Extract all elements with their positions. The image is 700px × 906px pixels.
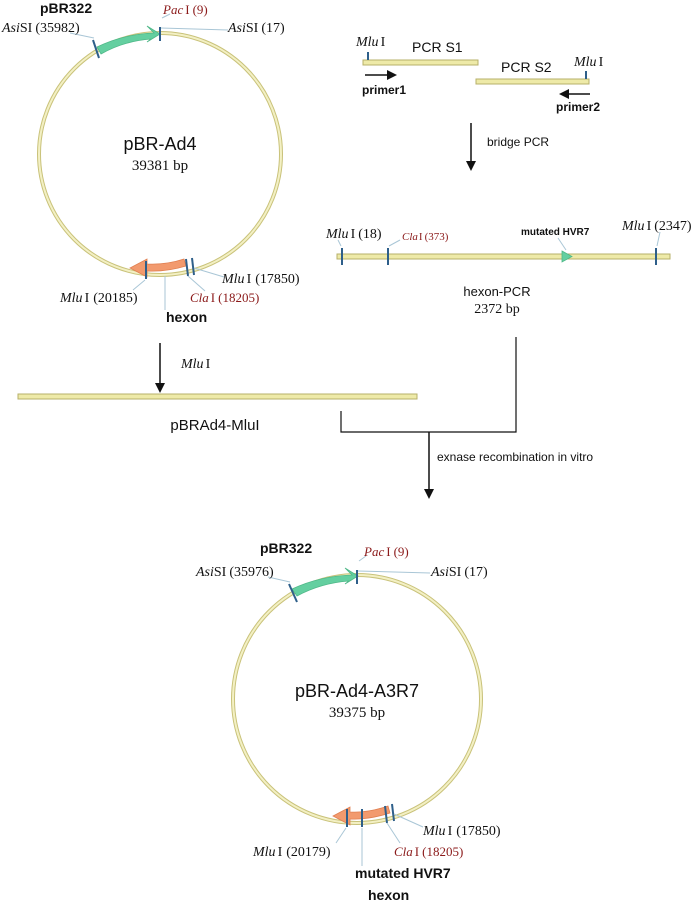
pcr-s2-label: PCR S2 [501,59,552,75]
clai-site-tick-2 [384,805,388,824]
clai-site-tick [185,258,189,277]
plasmid2-name: pBR-Ad4-A3R7 [295,681,419,701]
asisi-site-tick-2 [288,583,298,603]
mutated-hvr7-label: mutated HVR7 [521,227,590,238]
leader-line [388,239,401,247]
leader-line [335,827,347,844]
merge-lines [340,337,517,433]
pcr-s1-label: PCR S1 [412,39,463,55]
hexon-pcr-bar [336,253,671,260]
leader-line [386,822,401,844]
leader-line [357,570,431,574]
leader-line [267,576,291,583]
hexon-arrow [129,258,187,278]
leader-line [393,813,424,828]
plasmid1-size: 39381 bp [132,158,188,174]
pbrad4-mlui-bar [17,393,418,400]
asisi-left-label-2: AsiSI(35976) [195,565,274,580]
asisi-left-label: AsiSI(35982) [1,21,80,36]
recombination-label: exnase recombination in vitro [437,450,593,464]
primer2-label: primer2 [556,100,600,114]
leader-line [132,279,146,291]
leader-line [69,32,95,39]
clai-373-label: ClaI(373) [402,231,449,243]
leader-line [160,27,229,31]
plasmid2-size: 39375 bp [329,705,385,721]
pbr322-arrow-2 [291,567,359,597]
pbr322-label-2: pBR322 [260,540,312,556]
hexon-pcr-size: 2372 bp [474,302,520,317]
hexon-label-2: hexon [368,887,409,903]
hexon-label: hexon [166,309,207,325]
mlui-site-tick-2 [191,257,195,276]
plasmid1-name: pBR-Ad4 [123,134,196,154]
pbr322-arrow [96,25,161,55]
leader-line [187,275,206,292]
leader-line [358,555,367,562]
primer1-label: primer1 [362,83,406,97]
leader-line [557,237,567,251]
mutated-hvr7-arrow [561,250,573,263]
mutated-hvr7-label-2: mutated HVR7 [355,865,451,881]
asisi-right-label: AsiSI(17) [227,21,285,36]
pcr-s1-bar [362,59,479,66]
plasmid1-backbone [37,31,283,277]
pcr-s2-bar [475,78,590,85]
bridge-pcr-label: bridge PCR [487,135,549,149]
mlui-site-tick-4 [391,803,395,822]
hexon-pcr-name: hexon-PCR [463,284,530,299]
asisi-right-label-2: AsiSI(17) [430,565,488,580]
pbrad4-mlui-label: pBRAd4-MluI [170,417,259,434]
leader-line [656,231,661,247]
pbr322-label: pBR322 [40,0,92,16]
leader-line [337,239,342,247]
leader-line [193,267,225,278]
asisi-site-tick [92,39,100,59]
leader-line [161,13,171,19]
